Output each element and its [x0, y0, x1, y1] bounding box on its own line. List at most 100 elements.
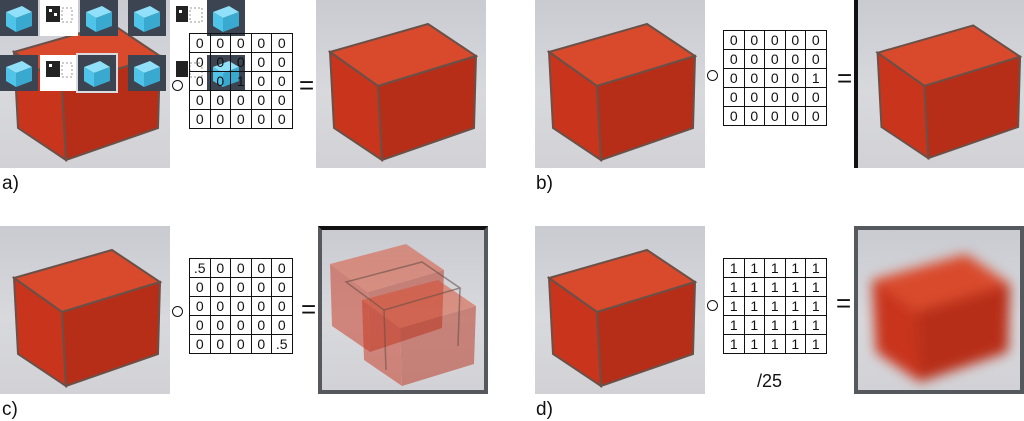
kernel-cell: 1 — [230, 71, 252, 91]
kernel-cell: 0 — [764, 87, 786, 107]
kernel-cell: 0 — [271, 296, 293, 316]
kernel-cell: 0 — [250, 109, 272, 129]
kernel-cell: 0 — [271, 315, 293, 335]
kernel-cell: 0 — [230, 296, 252, 316]
kernel-cell: 0 — [189, 90, 211, 110]
kernel-cell: 0 — [805, 49, 827, 69]
kernel-cell: 0 — [189, 71, 211, 91]
kernel-cell: 0 — [209, 33, 231, 53]
kernel-cell: 1 — [764, 258, 786, 278]
kernel-cell: 0 — [250, 52, 272, 72]
kernel-cell: 0 — [743, 87, 765, 107]
kernel-cell: 0 — [230, 315, 252, 335]
cube-thumbnail-icon[interactable] — [128, 55, 166, 91]
kernel-cell: 0 — [250, 296, 272, 316]
kernel-cell: 0 — [271, 258, 293, 278]
kernel-cell: 0 — [209, 109, 231, 129]
kernel-cell: 0 — [250, 277, 272, 297]
convolution-operator-icon — [172, 306, 183, 317]
kernel-cell: 0 — [209, 90, 231, 110]
pixel-grid-thumbnail-icon[interactable] — [40, 55, 78, 91]
kernel-cell: 1 — [805, 315, 827, 335]
panel-b-output-image — [854, 0, 1024, 168]
kernel-cell: 0 — [230, 33, 252, 53]
kernel-cell: 0 — [230, 90, 252, 110]
kernel-cell: 1 — [723, 334, 745, 354]
kernel-cell: 0 — [805, 87, 827, 107]
kernel-cell: 0 — [189, 334, 211, 354]
kernel-cell: 0 — [784, 30, 806, 50]
kernel-cell: 0 — [250, 334, 272, 354]
kernel-cell: 0 — [209, 277, 231, 297]
kernel-cell: 0 — [230, 52, 252, 72]
kernel-cell: 0 — [743, 49, 765, 69]
panel-c-input-image — [0, 226, 170, 394]
convolution-operator-icon — [172, 80, 183, 91]
kernel-cell: 0 — [189, 109, 211, 129]
kernel-cell: 0 — [723, 49, 745, 69]
kernel-cell: 1 — [764, 277, 786, 297]
kernel-cell: 0 — [271, 109, 293, 129]
kernel-cell: 1 — [784, 277, 806, 297]
kernel-cell: 0 — [271, 33, 293, 53]
kernel-cell: 1 — [764, 315, 786, 335]
panel-d-output-image — [854, 226, 1024, 394]
kernel-cell: 0 — [189, 52, 211, 72]
kernel-cell: 1 — [784, 334, 806, 354]
cube-thumbnail-icon[interactable] — [76, 53, 118, 93]
kernel-cell: 0 — [209, 334, 231, 354]
kernel-cell: 1 — [805, 258, 827, 278]
kernel-cell: 0 — [209, 315, 231, 335]
equals-sign: = — [299, 70, 315, 100]
kernel-cell: 1 — [784, 296, 806, 316]
kernel-cell: 0 — [743, 30, 765, 50]
kernel-cell: 1 — [743, 277, 765, 297]
red-box-icon — [327, 22, 479, 162]
kernel-cell: 1 — [743, 296, 765, 316]
blurred-red-box-icon — [872, 254, 1010, 382]
kernel-cell: 0 — [764, 106, 786, 126]
kernel-cell: 0 — [723, 87, 745, 107]
cube-thumbnail-icon[interactable] — [128, 0, 166, 36]
red-box-icon — [546, 22, 698, 162]
kernel-cell: 1 — [764, 334, 786, 354]
kernel-cell: 0 — [805, 106, 827, 126]
kernel-cell: 0 — [230, 334, 252, 354]
kernel-cell: 0 — [764, 30, 786, 50]
kernel-cell: 0 — [271, 52, 293, 72]
equals-sign: = — [301, 294, 317, 324]
kernel-cell: 0 — [723, 68, 745, 88]
kernel-cell: 0 — [209, 52, 231, 72]
kernel-cell: 1 — [743, 315, 765, 335]
kernel-cell: 0 — [743, 68, 765, 88]
thumbnail-overlay — [0, 0, 245, 97]
kernel-cell: 0 — [723, 106, 745, 126]
kernel-cell: 1 — [723, 258, 745, 278]
kernel-cell: 1 — [784, 258, 806, 278]
kernel-cell: 0 — [250, 258, 272, 278]
kernel-cell: 0 — [209, 258, 231, 278]
shifted-red-box-icon — [875, 24, 1023, 161]
equals-sign: = — [837, 63, 853, 93]
cube-thumbnail-icon[interactable] — [80, 0, 118, 36]
cube-thumbnail-icon[interactable] — [0, 55, 38, 91]
panel-b-input-image — [535, 0, 705, 168]
panel-d-input-image — [535, 226, 705, 394]
pixel-grid-thumbnail-icon[interactable] — [40, 0, 78, 36]
kernel-cell: 0 — [784, 87, 806, 107]
kernel-cell: 0 — [250, 71, 272, 91]
kernel-cell: 1 — [805, 334, 827, 354]
kernel-cell: .5 — [189, 258, 211, 278]
panel-b-label: b) — [536, 173, 553, 194]
panel-c-label: c) — [2, 399, 18, 420]
kernel-cell: 0 — [250, 90, 272, 110]
kernel-cell: 1 — [723, 296, 745, 316]
cube-thumbnail-icon[interactable] — [0, 0, 38, 36]
kernel-cell: 0 — [189, 315, 211, 335]
cube-thumbnail-icon[interactable] — [207, 0, 245, 36]
kernel-cell: 0 — [209, 296, 231, 316]
pixel-grid-thumbnail-icon[interactable] — [170, 0, 208, 36]
